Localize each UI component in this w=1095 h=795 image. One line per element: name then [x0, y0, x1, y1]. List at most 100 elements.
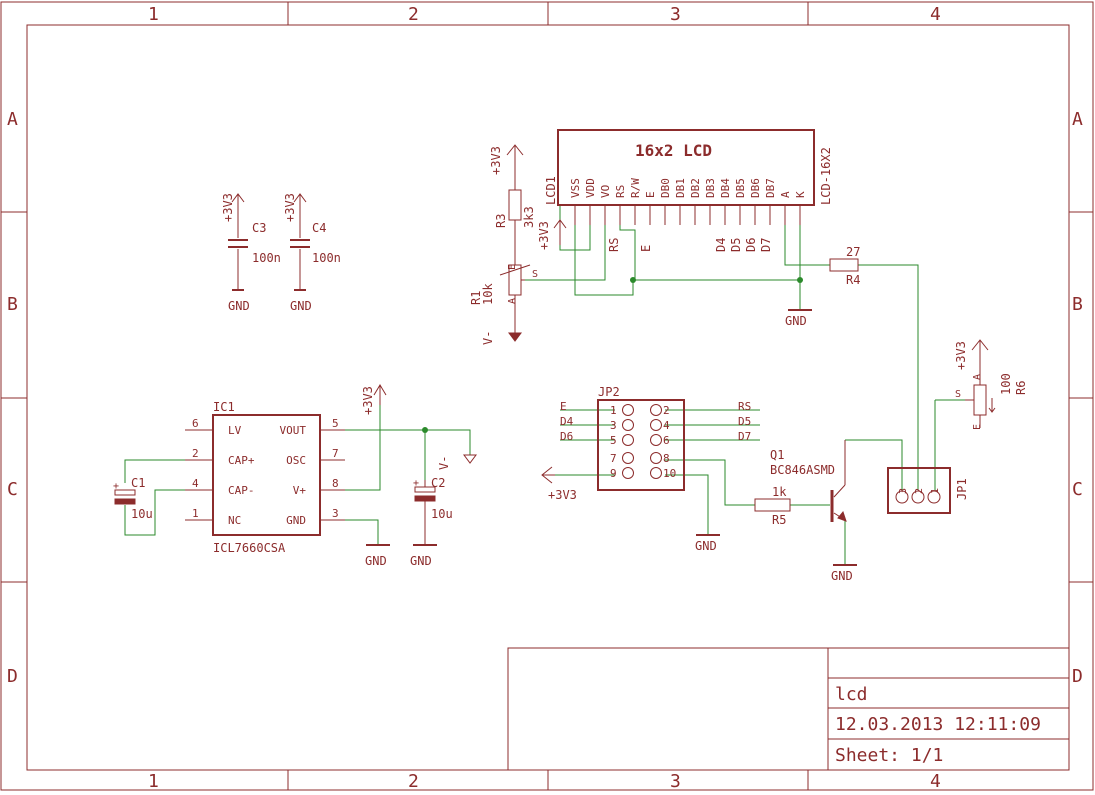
supply-label-jp2: +3V3: [548, 488, 577, 502]
ic1-pin-number: 1: [192, 507, 199, 520]
ic1-pin-name: LV: [228, 424, 242, 437]
pot-r1-value: 10k: [481, 283, 495, 305]
lcd-pin-label: DB4: [719, 178, 732, 198]
row-label-right: B: [1072, 294, 1083, 315]
lcd-pin-label: VO: [599, 185, 612, 198]
header-jp1: [887, 467, 951, 514]
supply-label-vneg-r1: V-: [481, 331, 495, 345]
drawing-datetime: 12.03.2013 12:11:09: [835, 714, 1041, 735]
pot-r1-ref: R1: [469, 291, 483, 305]
jp1-pin-2: 2: [914, 488, 925, 494]
supply-label-r3: +3V3: [489, 146, 503, 175]
lcd-pin-label: DB5: [734, 178, 747, 198]
gnd-label-jp2: GND: [695, 539, 717, 553]
supply-arrows: [231, 144, 989, 484]
jp2-pin: [622, 434, 634, 446]
resistor-r4: [829, 258, 859, 272]
row-label-left: A: [7, 109, 18, 130]
capacitor-c4-supply: +3V3: [283, 193, 297, 222]
net-label-d4: D4: [714, 238, 728, 252]
capacitor-c4-ref: C4: [312, 221, 326, 235]
potentiometer-r6: [965, 384, 996, 428]
jp2-net-label: RS: [738, 400, 751, 413]
net-label-d5: D5: [729, 238, 743, 252]
pot-r6-value: 100: [999, 373, 1013, 395]
jp2-pin-number: 8: [663, 452, 670, 465]
gnd-label-c3: GND: [228, 299, 250, 313]
lcd-pin-label: DB2: [689, 178, 702, 198]
pot-r6-pin-a: A: [972, 374, 983, 380]
resistor-r5-ref: R5: [772, 513, 786, 527]
pot-r6-pin-e: E: [972, 424, 983, 430]
gnd-label-lcd: GND: [785, 314, 807, 328]
capacitor-c3-value: 100n: [252, 251, 281, 265]
pot-r6-pin-s: S: [955, 389, 961, 400]
ic1-pin-number: 8: [332, 477, 339, 490]
jp2-pin-number: 7: [610, 452, 617, 465]
capacitor-c2-ref: C2: [431, 476, 445, 490]
jp2-net-label: E: [560, 400, 567, 413]
lcd-pin-label: DB7: [764, 178, 777, 198]
row-label-right: C: [1072, 479, 1083, 500]
lcd-pin-label: DB1: [674, 178, 687, 198]
capacitor-c1: [114, 489, 136, 505]
jp2-pin-number: 10: [663, 467, 676, 480]
capacitor-c1-value: 10u: [131, 507, 153, 521]
capacitor-c4-value: 100n: [312, 251, 341, 265]
gnd-label-c2: GND: [410, 554, 432, 568]
ic1-pin-name: CAP+: [228, 454, 255, 467]
jp2-pin-number: 2: [663, 404, 670, 417]
transistor-q1: [830, 440, 847, 522]
ic-icl7660: [185, 414, 345, 536]
ic1-pin-name: NC: [228, 514, 241, 527]
net-label-e: E: [639, 245, 653, 252]
net-label-d6: D6: [744, 238, 758, 252]
potentiometer-r1: [499, 258, 531, 342]
pot-r6-ref: R6: [1014, 381, 1028, 395]
jp2-net-label: D7: [738, 430, 751, 443]
jp2-pin: [622, 404, 634, 416]
ic1-pin-name: GND: [286, 514, 306, 527]
wires: [124, 205, 965, 565]
capacitor-c3-supply: +3V3: [221, 193, 235, 222]
capacitor-c1-ref: C1: [131, 476, 145, 490]
col-label-top: 4: [930, 4, 941, 25]
title-block: [507, 647, 1070, 771]
ic1-pin-number: 6: [192, 417, 199, 430]
row-label-left: D: [7, 666, 18, 687]
lcd-module: [557, 129, 815, 225]
pot-r1-pin-a: A: [507, 298, 518, 304]
jp2-net-label: D6: [560, 430, 573, 443]
transistor-q1-ref: Q1: [770, 448, 784, 462]
jp2-pin-number: 9: [610, 467, 617, 480]
col-label-bottom: 1: [148, 771, 159, 792]
resistor-r5-value: 1k: [772, 485, 787, 499]
supply-label-r6: +3V3: [954, 341, 968, 370]
jp2-pin-number: 5: [610, 434, 617, 447]
col-label-bottom: 4: [930, 771, 941, 792]
row-label-left: B: [7, 294, 18, 315]
jp2-pin: [650, 452, 662, 464]
lcd-pin-label: R/W: [629, 178, 642, 198]
net-label-rs: RS: [607, 238, 621, 252]
col-label-bottom: 2: [408, 771, 419, 792]
resistor-r4-value: 27: [846, 245, 860, 259]
gnd-symbols: [366, 309, 857, 566]
resistor-r3-ref: R3: [494, 214, 508, 228]
jp2-pin-number: 4: [663, 419, 670, 432]
ic1-pin-name: OSC: [286, 454, 306, 467]
row-label-left: C: [7, 479, 18, 500]
ic1-pin-name: V+: [293, 484, 307, 497]
lcd-package: LCD-16X2: [819, 147, 833, 205]
ic1-name: ICL7660CSA: [213, 541, 286, 555]
jp2-pin: [622, 452, 634, 464]
jp2-pin: [650, 467, 662, 479]
supply-label-lcd: +3V3: [537, 221, 551, 250]
lcd-pin-label: E: [644, 191, 657, 198]
resistor-r4-ref: R4: [846, 273, 860, 287]
jp2-ref: JP2: [598, 385, 620, 399]
lcd-pin-label: VSS: [569, 178, 582, 198]
capacitor-c2-value: 10u: [431, 507, 453, 521]
